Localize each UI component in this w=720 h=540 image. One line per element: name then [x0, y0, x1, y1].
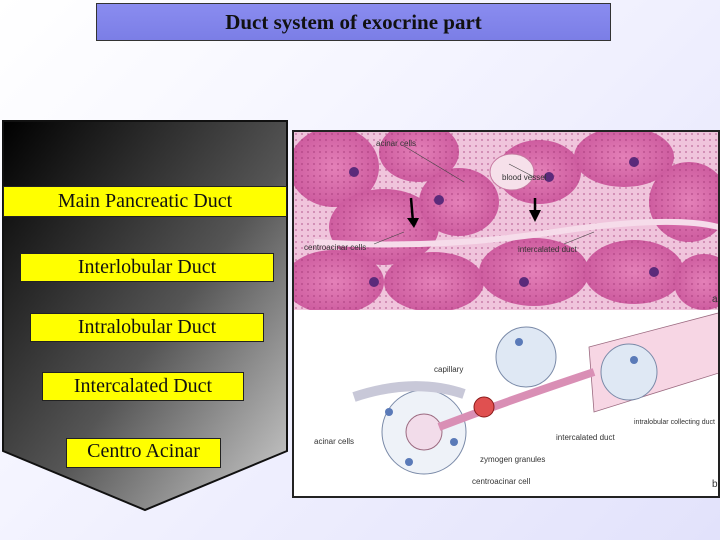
label-panel-a: a — [712, 294, 718, 305]
micrograph-a: acinar cells blood vessel centroacinar c… — [294, 132, 718, 314]
label-panel-b: b — [712, 479, 718, 490]
arrow-down-icon — [529, 198, 541, 222]
page-title: Duct system of exocrine part — [96, 3, 611, 41]
duct-label-intralobular: Intralobular Duct — [30, 313, 264, 342]
diagram-b: capillary acinar cells intercalated duct… — [294, 310, 718, 496]
arrow-down-icon — [407, 197, 419, 228]
duct-label-intercalated: Intercalated Duct — [42, 372, 244, 401]
duct-label-interlobular: Interlobular Duct — [20, 253, 274, 282]
label-intercalated-duct-a: intercalated duct — [518, 245, 577, 254]
label-intralobular-collecting-duct: intralobular collecting duct — [634, 419, 715, 426]
label-centroacinar-cell: centroacinar cell — [472, 477, 530, 486]
label-acinar-cells-b: acinar cells — [314, 437, 354, 446]
label-capillary: capillary — [434, 365, 463, 374]
duct-hierarchy-panel: Main Pancreatic Duct Interlobular Duct I… — [0, 118, 290, 513]
histology-svg: acinar cells blood vessel centroacinar c… — [294, 132, 718, 496]
duct-label-main-pancreatic: Main Pancreatic Duct — [3, 186, 287, 217]
histology-figure: acinar cells blood vessel centroacinar c… — [292, 130, 720, 498]
label-centroacinar-cells: centroacinar cells — [304, 243, 366, 252]
duct-label-centro-acinar: Centro Acinar — [66, 438, 221, 468]
label-zymogen-granules: zymogen granules — [480, 455, 545, 464]
label-intercalated-duct-b: intercalated duct — [556, 433, 615, 442]
label-blood-vessel: blood vessel — [502, 173, 547, 182]
label-acinar-cells-a: acinar cells — [376, 139, 416, 148]
